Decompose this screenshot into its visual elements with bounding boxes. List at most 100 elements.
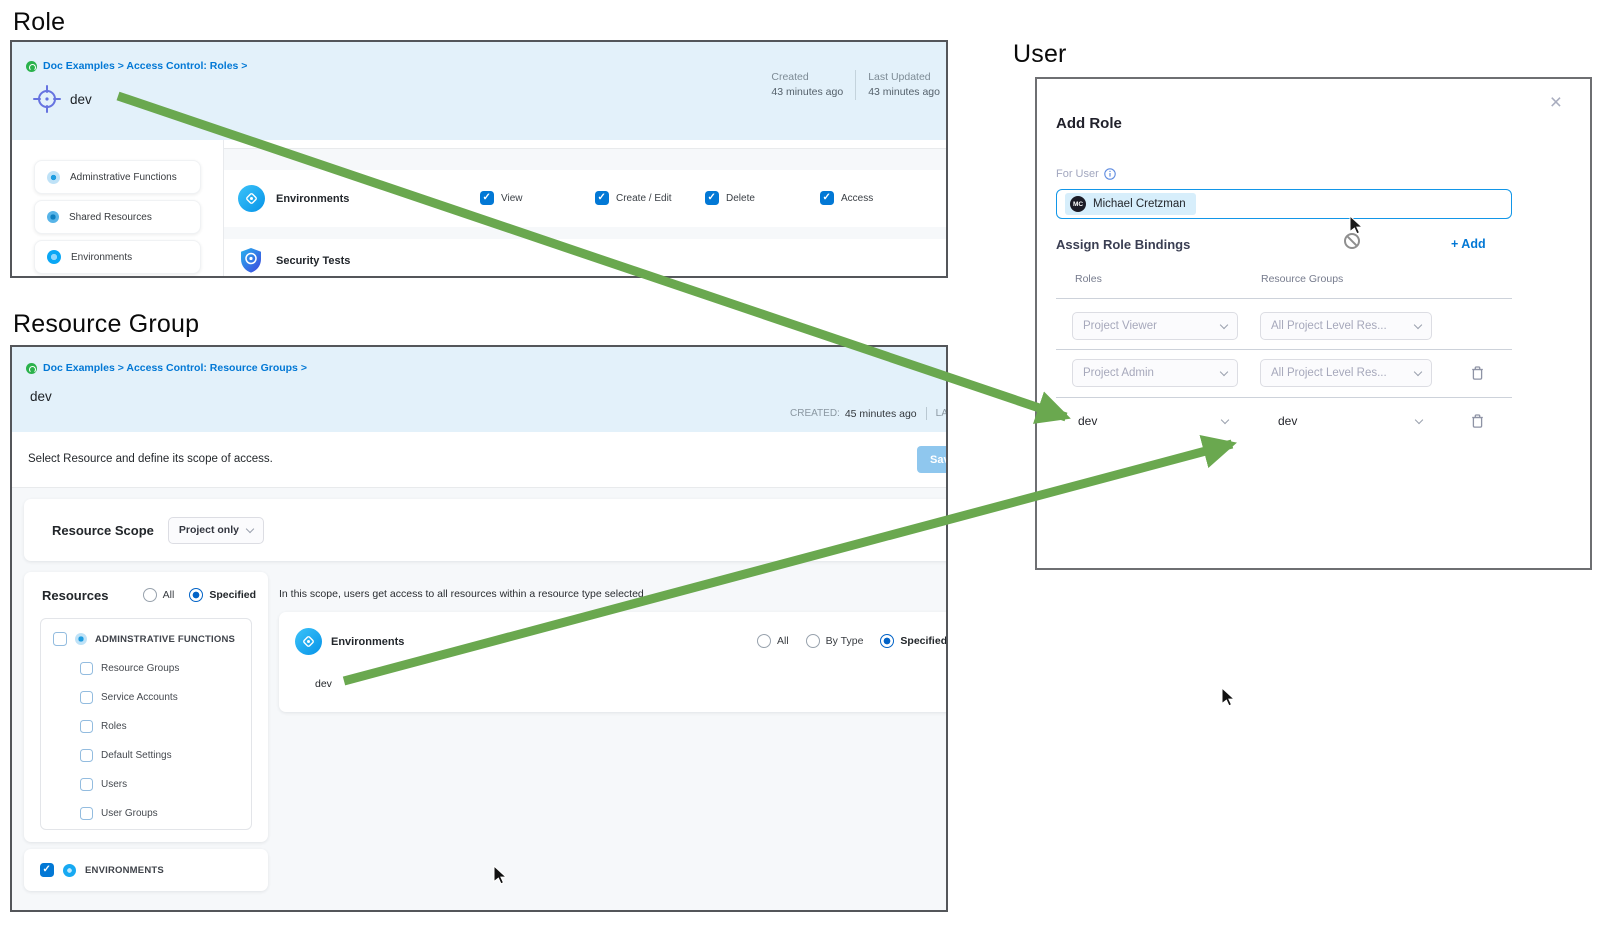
radio-selected-icon[interactable]	[880, 634, 895, 648]
breadcrumb-text[interactable]: Doc Examples > Access Control: Resource …	[43, 362, 307, 374]
checkbox-unchecked-icon[interactable]	[80, 807, 93, 820]
adminstrative-functions-icon	[47, 170, 60, 184]
breadcrumb-text[interactable]: Doc Examples > Access Control: Roles >	[43, 60, 248, 72]
checkbox-access[interactable]: Access	[820, 191, 873, 205]
resource-group-select-row1[interactable]: All Project Level Res...	[1260, 312, 1432, 340]
checkbox-checked-icon[interactable]	[480, 191, 494, 205]
radio-specified[interactable]: Specified	[189, 588, 256, 602]
user-chip[interactable]: MC Michael Cretzman	[1065, 193, 1196, 215]
security-tests-icon	[241, 248, 261, 273]
radio-specified[interactable]: Specified	[880, 634, 948, 648]
security-tests-permission-row: Security Tests	[224, 239, 946, 276]
user-input[interactable]: MC Michael Cretzman	[1056, 189, 1512, 219]
chevron-down-icon	[1413, 320, 1423, 330]
tree-item-label: Service Accounts	[101, 692, 178, 703]
radio-by-type[interactable]: By Type	[805, 634, 863, 648]
checkbox-unchecked-icon[interactable]	[80, 662, 93, 675]
chevron-down-icon	[1220, 415, 1230, 425]
close-icon[interactable]: ×	[1549, 91, 1562, 114]
tree-item-roles[interactable]: Roles	[80, 712, 251, 741]
role-sidebar: Adminstrative Functions Shared Resources…	[12, 140, 224, 276]
updated-label: Last Updated	[868, 71, 931, 83]
checkbox-view[interactable]: View	[480, 191, 523, 205]
radio-label: All	[162, 589, 175, 601]
resource-group-header: Doc Examples > Access Control: Resource …	[12, 347, 946, 432]
row-divider	[1056, 349, 1512, 350]
tree-item-service-accounts[interactable]: Service Accounts	[80, 683, 251, 712]
bindings-title: Assign Role Bindings	[1056, 237, 1191, 252]
row-divider	[1056, 397, 1512, 398]
role-select-value: Project Viewer	[1083, 320, 1157, 332]
save-button[interactable]: Save	[917, 446, 946, 473]
delete-binding-icon[interactable]	[1470, 413, 1485, 429]
role-select-value: dev	[1078, 414, 1098, 428]
tree-item-label: Roles	[101, 721, 127, 732]
role-section-title: Role	[13, 8, 66, 36]
tree-item-users[interactable]: Users	[80, 770, 251, 799]
tree-item-label: User Groups	[101, 808, 158, 819]
environments-group-label: ENVIRONMENTS	[85, 864, 164, 876]
environments-permission-row: Environments View Create / Edit Delete A…	[224, 170, 946, 227]
add-binding-button[interactable]: + Add	[1451, 237, 1486, 251]
for-user-label: For User	[1056, 168, 1099, 180]
checkbox-unchecked-icon[interactable]	[53, 632, 67, 646]
resource-scope-select[interactable]: Project only	[167, 516, 264, 544]
checkbox-unchecked-icon[interactable]	[80, 691, 93, 704]
resource-group-name: dev	[30, 389, 52, 404]
delete-binding-icon[interactable]	[1470, 365, 1485, 381]
checkbox-delete[interactable]: Delete	[705, 191, 755, 205]
admin-functions-tree: ADMINSTRATIVE FUNCTIONS Resource Groups …	[40, 618, 252, 830]
resource-group-select-row2[interactable]: All Project Level Res...	[1260, 359, 1432, 387]
info-icon[interactable]	[1104, 168, 1116, 180]
radio-selected-icon[interactable]	[189, 588, 204, 602]
role-select-value: Project Admin	[1083, 367, 1154, 379]
instruction-text: Select Resource and define its scope of …	[28, 453, 273, 465]
tree-item-user-groups[interactable]: User Groups	[80, 799, 251, 828]
checkbox-unchecked-icon[interactable]	[80, 778, 93, 791]
row-divider	[1056, 298, 1512, 299]
avatar: MC	[1070, 196, 1086, 212]
role-select-row1[interactable]: Project Viewer	[1072, 312, 1238, 340]
tree-item-default-settings[interactable]: Default Settings	[80, 741, 251, 770]
tree-item-label: Default Settings	[101, 750, 172, 761]
checkbox-create-edit[interactable]: Create / Edit	[595, 191, 672, 205]
resource-group-section-title: Resource Group	[13, 310, 200, 338]
tree-parent-adminstrative-functions[interactable]: ADMINSTRATIVE FUNCTIONS	[53, 632, 251, 646]
radio-icon[interactable]	[142, 588, 157, 602]
resource-group-select-value: All Project Level Res...	[1271, 320, 1387, 332]
created-value: 43 minutes ago	[771, 86, 844, 98]
radio-all[interactable]: All	[142, 588, 175, 602]
radio-label: Specified	[900, 635, 948, 647]
harness-logo-icon	[26, 362, 37, 374]
radio-icon[interactable]	[805, 634, 820, 648]
breadcrumb[interactable]: Doc Examples > Access Control: Roles >	[26, 60, 247, 72]
permission-resource-label: Security Tests	[276, 255, 351, 267]
sidebar-item-shared-resources[interactable]: Shared Resources	[34, 200, 201, 234]
role-select-row3[interactable]: dev	[1072, 407, 1238, 435]
sidebar-item-adminstrative-functions[interactable]: Adminstrative Functions	[34, 160, 201, 194]
resources-scope-radios: All Specified	[142, 588, 256, 602]
tree-item-resource-groups[interactable]: Resource Groups	[80, 654, 251, 683]
adminstrative-functions-icon	[75, 633, 87, 645]
environments-group-card[interactable]: ENVIRONMENTS	[24, 849, 268, 891]
role-select-row2[interactable]: Project Admin	[1072, 359, 1238, 387]
radio-icon[interactable]	[757, 634, 771, 648]
roles-column-header: Roles	[1075, 273, 1102, 285]
tree-parent-label: ADMINSTRATIVE FUNCTIONS	[95, 633, 236, 645]
scope-note: In this scope, users get access to all r…	[279, 588, 644, 600]
checkbox-checked-icon[interactable]	[820, 191, 834, 205]
resource-group-panel: Doc Examples > Access Control: Resource …	[10, 345, 948, 912]
checkbox-unchecked-icon[interactable]	[80, 749, 93, 762]
radio-label: All	[777, 635, 789, 647]
resource-scope-card: Resource Scope Project only	[24, 499, 946, 561]
resource-group-select-row3[interactable]: dev	[1260, 407, 1432, 435]
resource-group-select-value: All Project Level Res...	[1271, 367, 1387, 379]
radio-all[interactable]: All	[757, 634, 789, 648]
checkbox-checked-icon[interactable]	[595, 191, 609, 205]
checkbox-checked-icon[interactable]	[40, 863, 54, 877]
breadcrumb[interactable]: Doc Examples > Access Control: Resource …	[26, 362, 307, 374]
checkbox-unchecked-icon[interactable]	[80, 720, 93, 733]
checkbox-checked-icon[interactable]	[705, 191, 719, 205]
sidebar-item-environments[interactable]: Environments	[34, 240, 201, 274]
environments-icon	[63, 863, 76, 877]
